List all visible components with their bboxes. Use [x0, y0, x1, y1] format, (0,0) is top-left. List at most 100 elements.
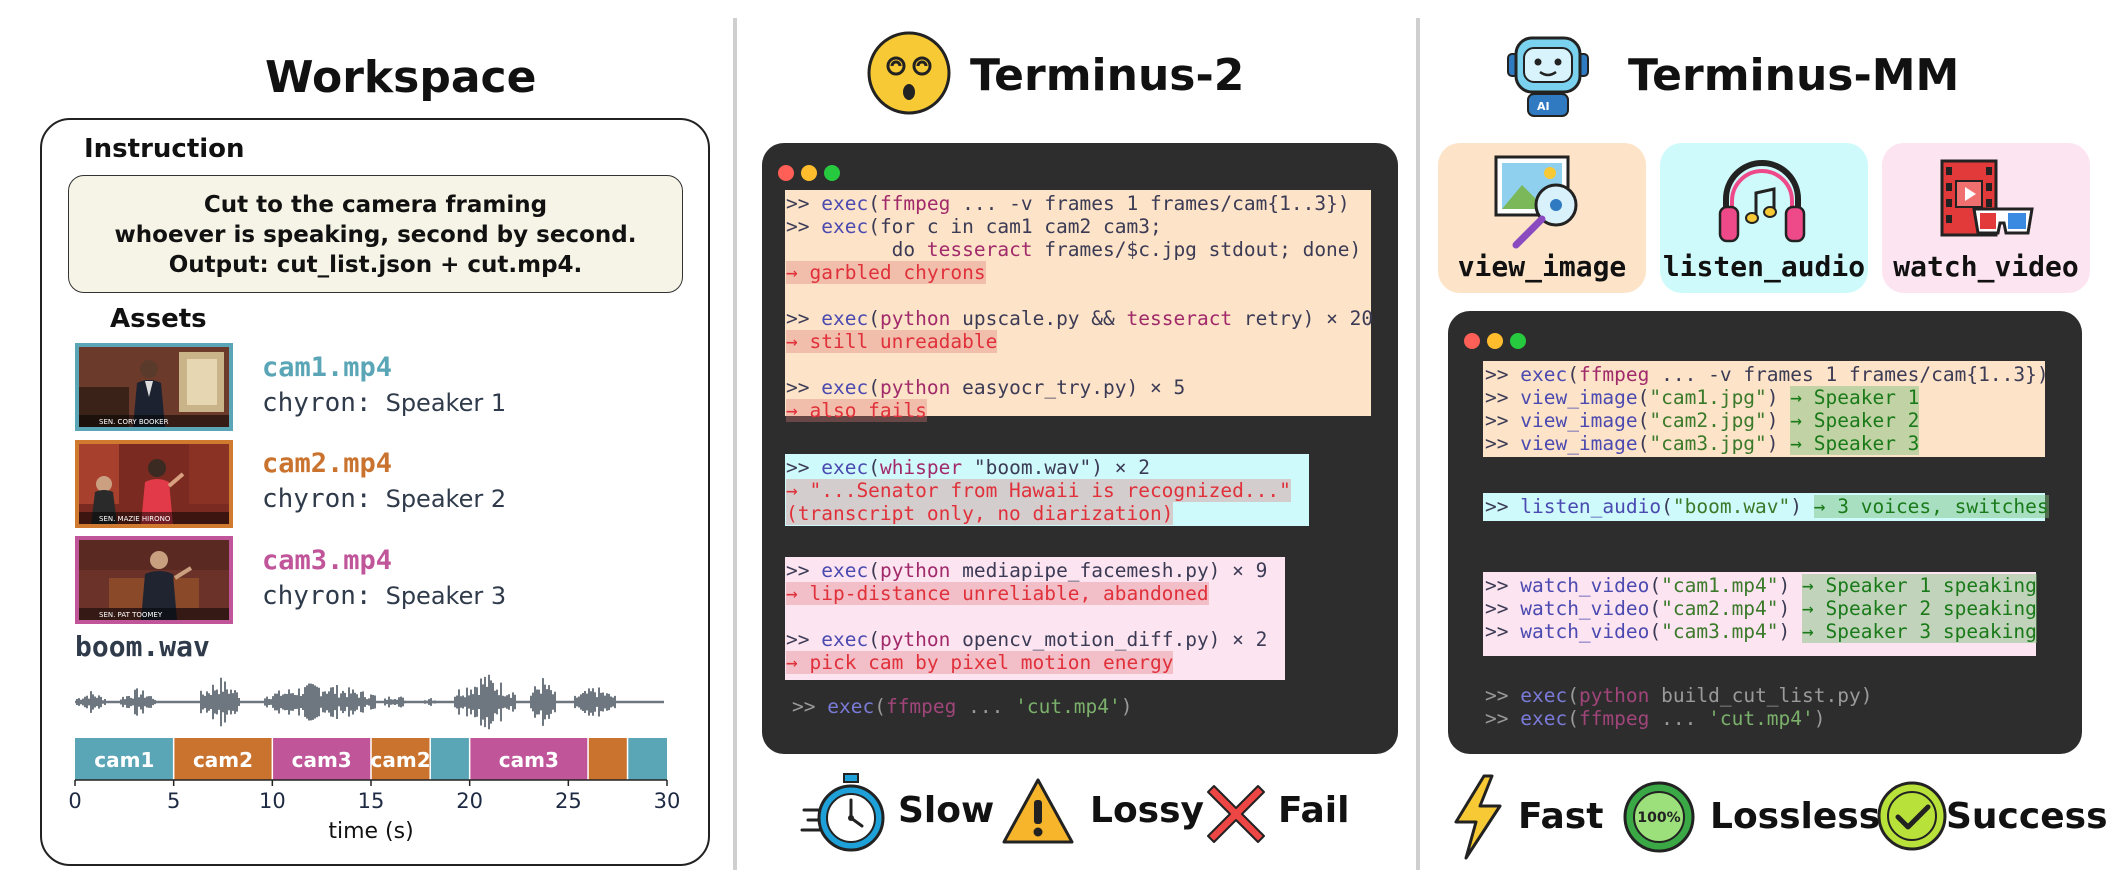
watch-video-label: watch_video: [1893, 250, 2079, 283]
timeline-segment-label: cam2: [193, 748, 253, 772]
verdict-fast: Fast: [1518, 796, 1604, 837]
cam1-thumbnail[interactable]: SEN. CORY BOOKER: [75, 343, 233, 431]
workspace-title: Workspace: [265, 52, 537, 103]
robot-icon: AI: [1507, 36, 1589, 117]
timeline-tick-label: 0: [68, 789, 81, 813]
verdict-lossless: Lossless: [1710, 796, 1881, 837]
watch-video-block: [1483, 572, 2036, 656]
instruction-line: Cut to the camera framing: [203, 192, 548, 218]
dizzy-face-icon: [867, 31, 951, 115]
terminus-mm-terminal: >> exec(ffmpeg ... -v frames 1 frames/ca…: [1448, 311, 2082, 754]
window-minimize-dot[interactable]: [801, 165, 817, 181]
chyron-value: Speaker 1: [385, 389, 507, 417]
cam3-chyron: chyron: Speaker 3: [262, 581, 506, 611]
cam3-thumbnail[interactable]: SEN. PAT TOOMEY: [75, 536, 233, 624]
headphones-icon: [1718, 160, 1806, 243]
timeline-segment[interactable]: [588, 738, 628, 780]
timeline-tick-label: 30: [654, 789, 681, 813]
cam3-caption: SEN. PAT TOOMEY: [99, 611, 163, 619]
timeline-tick-label: 10: [259, 789, 286, 813]
chyron-key: chyron:: [262, 484, 372, 514]
timeline-segment-label: cam3: [499, 748, 559, 772]
cam2-caption: SEN. MAZIE HIRONO: [99, 515, 171, 523]
chyron-value: Speaker 3: [385, 582, 507, 610]
terminus2-code: >> exec(ffmpeg ... -v frames 1 frames/ca…: [786, 192, 1374, 422]
warning-icon: [1002, 778, 1074, 844]
instruction-label: Instruction: [84, 134, 245, 164]
timeline-segment-label: cam1: [94, 748, 154, 772]
view-image-tool-card[interactable]: view_image: [1438, 143, 1646, 293]
timeline-segment[interactable]: [627, 738, 667, 780]
timeline-tick-label: 20: [456, 789, 483, 813]
terminus2-code-final: >> exec(ffmpeg ... 'cut.mp4'): [792, 695, 1133, 718]
window-close-dot[interactable]: [1464, 333, 1480, 349]
svg-text:AI: AI: [1537, 100, 1550, 113]
image-magnifier-icon: [1494, 155, 1578, 249]
window-maximize-dot[interactable]: [824, 165, 840, 181]
terminus-mm-title: Terminus-MM: [1628, 50, 1960, 101]
timeline-segment-label: cam2: [371, 748, 431, 772]
timeline-segment[interactable]: [430, 738, 470, 780]
badge-100-text: 100%: [1637, 810, 1680, 826]
cam1-filename: cam1.mp4: [262, 352, 393, 383]
terminus2-code-whisper: >> exec(whisper "boom.wav") × 2 → "...Se…: [786, 456, 1291, 525]
divider-right: [1416, 18, 1420, 870]
view-image-label: view_image: [1457, 250, 1627, 283]
timeline-segment-label: cam3: [292, 748, 352, 772]
listen-audio-label: listen_audio: [1662, 250, 1866, 283]
cam2-filename: cam2.mp4: [262, 448, 393, 479]
cam1-chyron: chyron: Speaker 1: [262, 388, 506, 418]
terminus-mm-code-video: >> watch_video("cam1.mp4") → Speaker 1 s…: [1485, 574, 2037, 643]
audio-waveform: [75, 674, 664, 730]
verdict-fail: Fail: [1278, 790, 1350, 831]
verdict-lossy: Lossy: [1090, 790, 1204, 831]
terminus-mm-code-final: >> exec(python build_cut_list.py) >> exe…: [1485, 684, 1873, 730]
chyron-key: chyron:: [262, 581, 372, 611]
terminus2-title: Terminus-2: [970, 50, 1245, 101]
cam3-filename: cam3.mp4: [262, 545, 393, 576]
watch-video-tool-card[interactable]: watch_video: [1882, 143, 2090, 293]
lightning-icon: [1454, 774, 1502, 860]
listen-audio-block: [1483, 493, 2045, 521]
timeline-tick-label: 25: [555, 789, 582, 813]
success-check-icon: [1877, 781, 1947, 851]
timeline-segment[interactable]: [173, 738, 273, 780]
whisper-attempt-block: [785, 454, 1309, 526]
window-minimize-dot[interactable]: [1487, 333, 1503, 349]
vision-attempt-block: [785, 557, 1285, 680]
cut-timeline: cam1 cam2 cam3 cam2 cam3 0 5 10 15 20 25 30 time (s): [68, 738, 681, 844]
ocr-attempt-block: [785, 190, 1371, 416]
timeline-segment[interactable]: [272, 738, 371, 780]
window-maximize-dot[interactable]: [1510, 333, 1526, 349]
lossless-100-icon: 100%: [1623, 781, 1695, 853]
cam2-thumbnail[interactable]: SEN. MAZIE HIRONO: [75, 440, 233, 528]
window-close-dot[interactable]: [778, 165, 794, 181]
cam2-chyron: chyron:Speaker 2: [262, 484, 506, 514]
fail-cross-icon: [1207, 785, 1265, 843]
audio-filename: boom.wav: [75, 630, 210, 663]
assets-label: Assets: [110, 304, 207, 334]
terminus2-code-vision: >> exec(python mediapipe_facemesh.py) × …: [786, 559, 1268, 674]
timeline-tick-label: 15: [358, 789, 385, 813]
verdict-slow: Slow: [898, 790, 995, 831]
instruction-line: Output: cut_list.json + cut.mp4.: [168, 252, 583, 278]
waveform-path: [75, 674, 664, 730]
film-3d-glasses-icon: [1940, 159, 2034, 237]
instruction-box: Cut to the camera framing whoever is spe…: [68, 175, 683, 293]
timeline-segment[interactable]: [469, 738, 589, 780]
stopwatch-icon: [800, 773, 885, 852]
timeline-xlabel: time (s): [328, 819, 413, 844]
divider-left: [733, 18, 737, 870]
workspace-panel: [40, 118, 710, 866]
instruction-line: whoever is speaking, second by second.: [114, 222, 637, 248]
listen-audio-tool-card[interactable]: listen_audio: [1660, 143, 1868, 293]
verdict-success: Success: [1946, 796, 2108, 837]
chyron-key: chyron:: [262, 388, 372, 418]
cam1-caption: SEN. CORY BOOKER: [99, 418, 169, 426]
timeline-segment[interactable]: [75, 738, 174, 780]
timeline-tick-label: 5: [167, 789, 180, 813]
view-image-block: [1483, 361, 2045, 457]
terminus-mm-code: >> exec(ffmpeg ... -v frames 1 frames/ca…: [1485, 363, 2049, 455]
timeline-segment[interactable]: [371, 738, 431, 780]
terminus2-terminal: >> exec(ffmpeg ... -v frames 1 frames/ca…: [762, 143, 1398, 754]
